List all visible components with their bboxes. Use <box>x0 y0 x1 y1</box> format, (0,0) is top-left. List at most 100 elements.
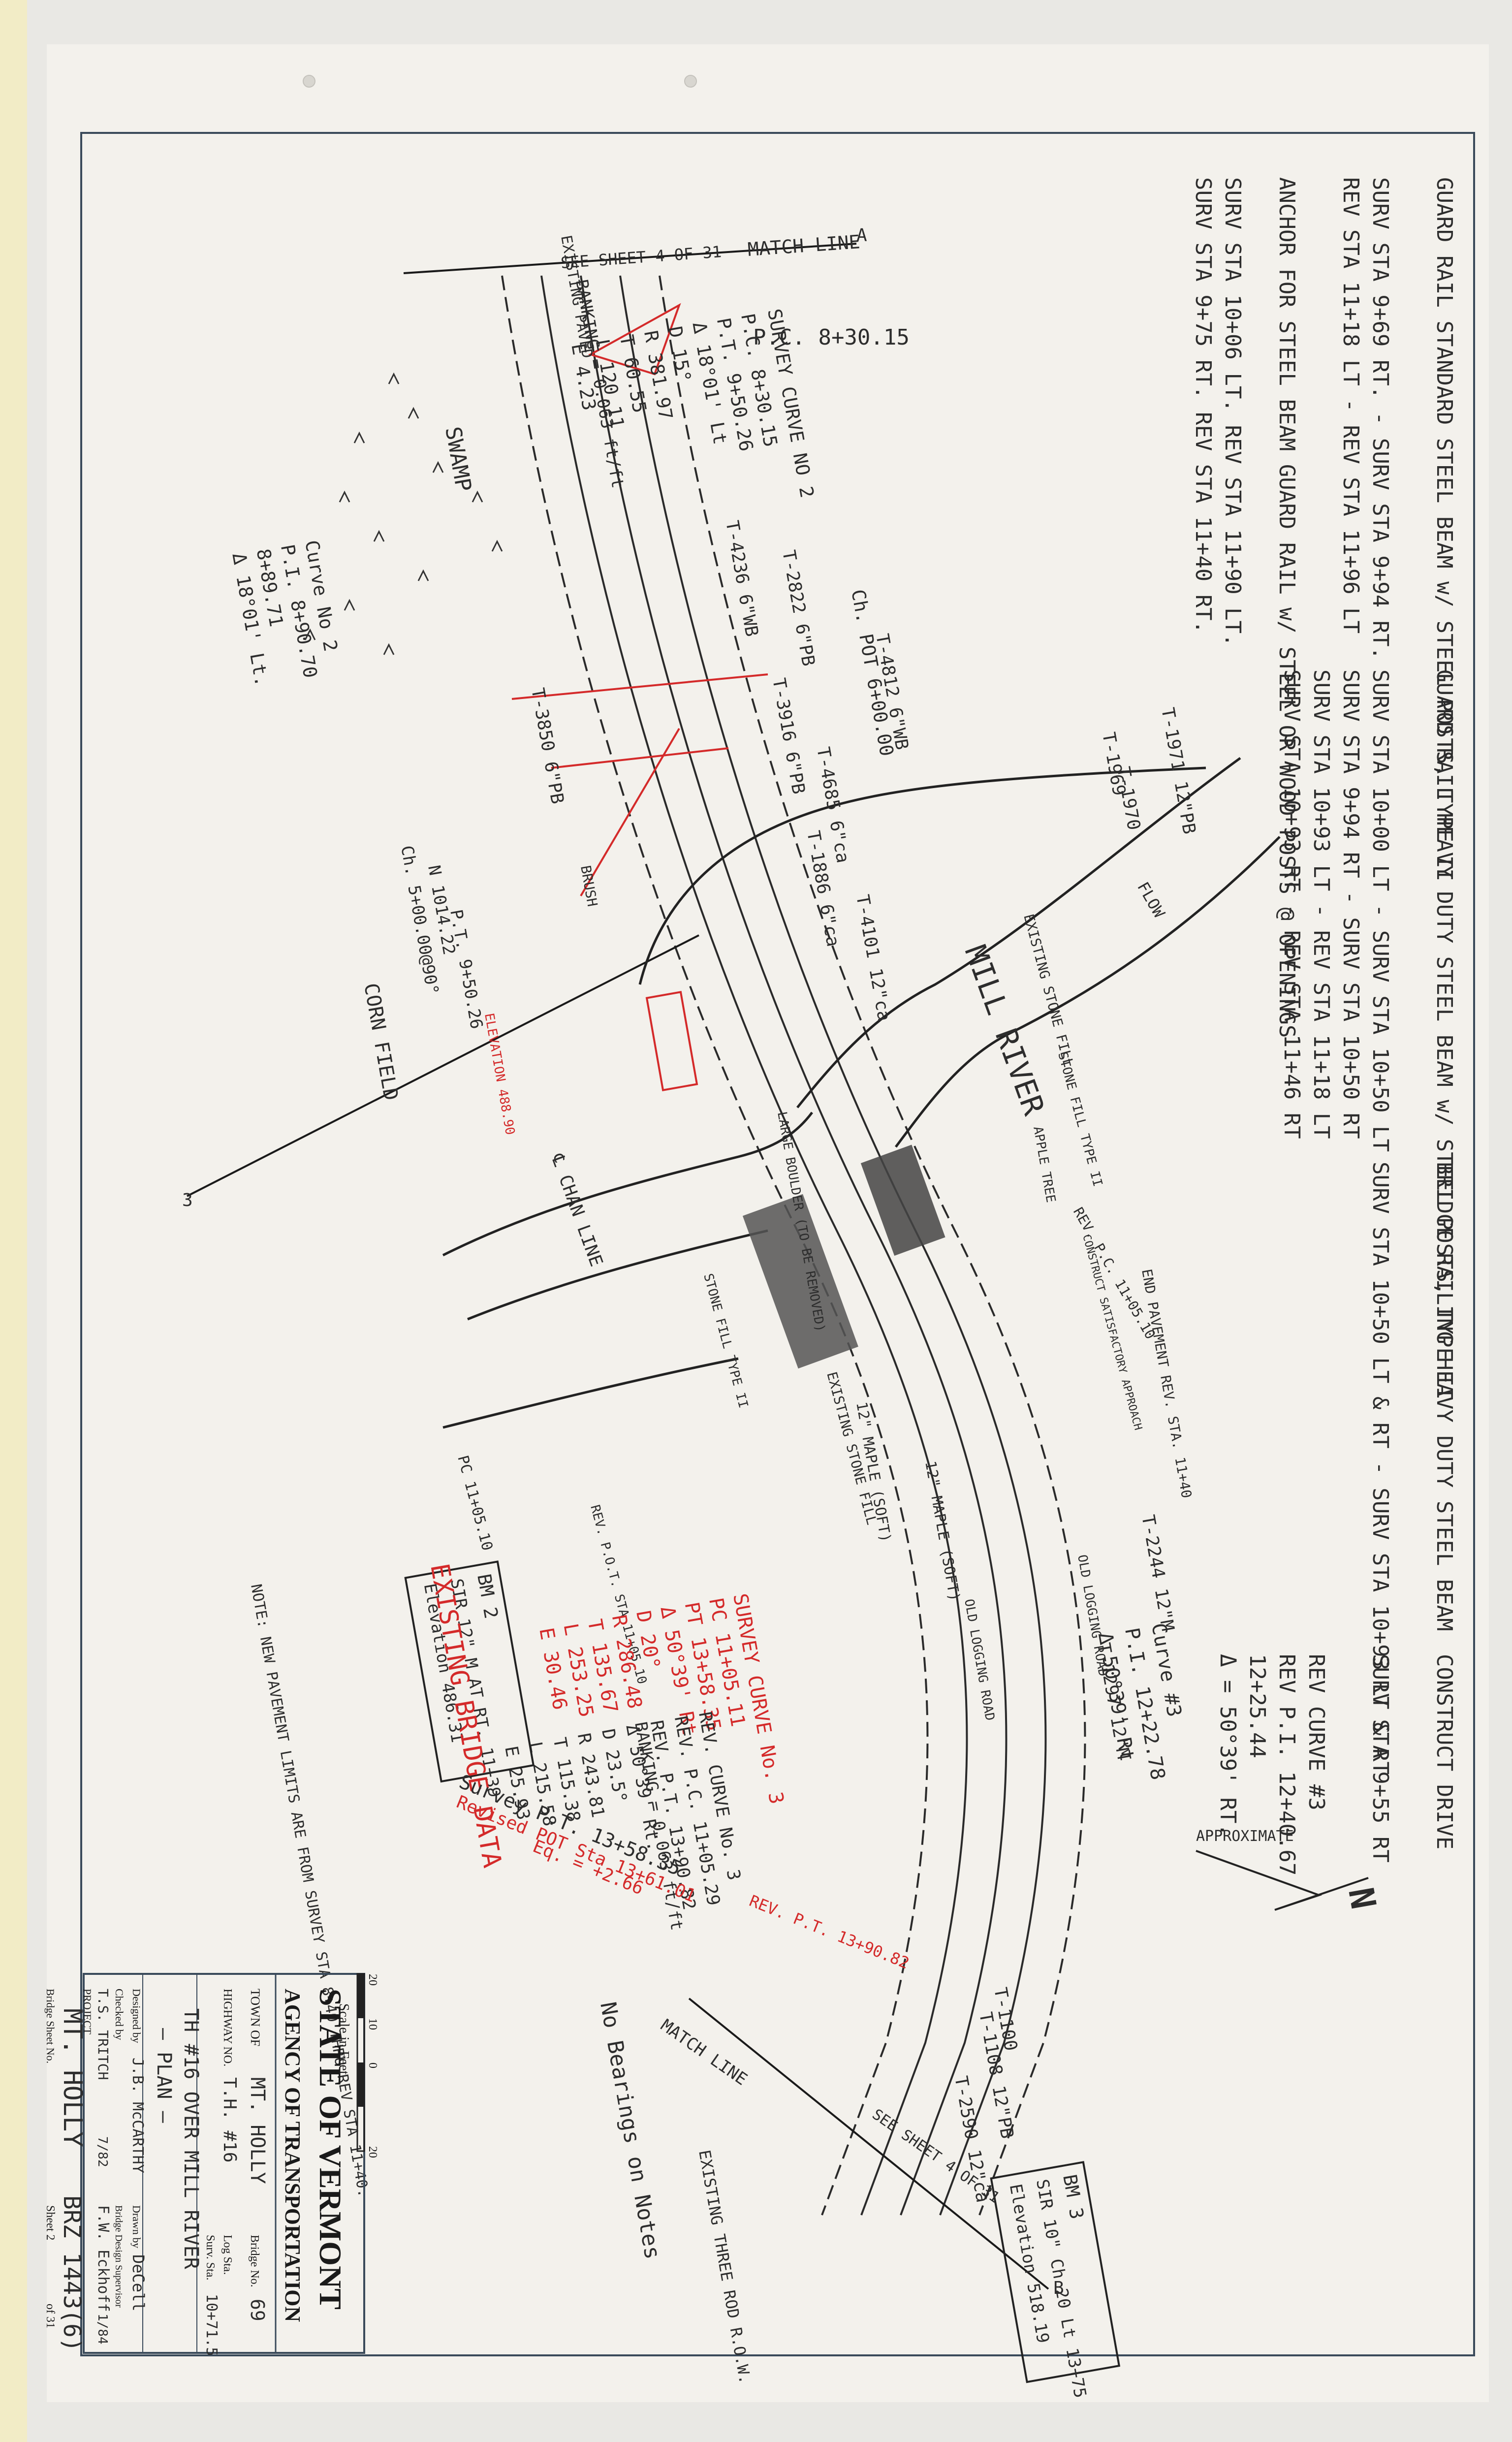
match-lines <box>187 243 1049 2290</box>
river-banks <box>442 757 1281 1429</box>
tb-designed-label: Designed by <box>130 1989 143 2043</box>
bm2-title: BM 2 <box>473 1572 502 1620</box>
punch-hole <box>684 75 697 88</box>
sheet-border <box>80 132 1475 2356</box>
tb-designed-by: J.B. McCARTHY <box>129 2058 146 2173</box>
rev-curve3-line4: Δ = 50°39' RT. <box>1215 1654 1240 1837</box>
bridge-railing-line1: SURV STA 10+50 LT & RT - SURV STA 10+93 … <box>1368 1162 1393 1775</box>
grid-label-a: A <box>856 225 867 246</box>
match-line-top: MATCH LINE <box>747 231 861 260</box>
guard-rail-heavy-line3: SURV STA 10+93 LT - REV STA 11+18 LT <box>1309 669 1334 1139</box>
guard-rail-heavy-title: GUARD RAIL HEAVY DUTY STEEL BEAM w/ STEE… <box>1432 669 1457 1399</box>
existing-stone-fill-top: EXISTING STONE FILL <box>1020 912 1077 1069</box>
corn-field-label: CORN FIELD <box>359 982 402 1102</box>
tb-sheet-label: Bridge Sheet No. <box>44 1989 57 2063</box>
tb-surv-sta: 10+71.5 <box>203 2294 220 2356</box>
bridge-railing-title: BRIDGE RAILING HEAVY DUTY STEEL BEAM <box>1432 1162 1457 1631</box>
tb-plan-date2: 1/84 <box>95 2314 110 2345</box>
scale-tick-3: 20 <box>366 2146 379 2158</box>
north-label: N <box>1340 1885 1384 1912</box>
tb-highway-label: HIGHWAY NO. <box>221 1989 234 2066</box>
tb-project-desc: TH #16 OVER MILL RIVER <box>180 2008 202 2270</box>
no-bearings-label: No Bearings on Notes <box>595 2000 665 2261</box>
see-sheet-top: SEE SHEET 4 OF 31 <box>560 242 722 272</box>
grid-label-b: B <box>1053 2278 1064 2298</box>
scale-bar: 20 10 0 20 Scale in Feet <box>336 1973 379 2158</box>
swamp-symbols <box>304 372 503 655</box>
tb-town: MT. HOLLY <box>246 2077 269 2184</box>
tree-t1969: T-1969 <box>1098 730 1129 797</box>
scale-tick-1: 10 <box>366 2018 379 2030</box>
tb-plan-date: 7/82 <box>95 2136 110 2167</box>
tb-surv-sta-label: Surv. Sta. <box>204 2235 217 2280</box>
stone-fill-label: STONE FILL TYPE II <box>1055 1050 1105 1188</box>
scale-label: Scale in Feet <box>336 2003 351 2075</box>
tb-engineer: F.W. Eckhoff <box>94 2205 112 2312</box>
punch-hole <box>303 75 315 88</box>
tb-agency: AGENCY OF TRANSPORTATION <box>281 1989 305 2322</box>
curve2-left-block: Curve No 2 P.I. 8+90.70 8+89.71 Δ 18°01'… <box>228 539 342 688</box>
tb-drawn-by: DeCell <box>129 2254 148 2312</box>
tb-log-sta-label: Log Sta. <box>221 2235 234 2275</box>
tb-project-no: BRZ 1443(6) <box>58 2195 86 2352</box>
anchor-line2: SURV STA 9+75 RT. REV STA 11+40 RT. <box>1191 177 1216 634</box>
chan-line-label: ℄ CHAN LINE <box>547 1151 606 1269</box>
end-pavement-label: END PAVEMENT REV. STA. 11+40 <box>1138 1268 1195 1499</box>
tb-highway: T.H. #16 <box>220 2077 240 2162</box>
tb-plan: — PLAN — <box>153 2028 175 2124</box>
tree-t2244: T-2244 12"M <box>1137 1513 1178 1632</box>
scale-tick-2: 0 <box>366 2062 379 2068</box>
tree-t4236: T-4236 6"WB <box>722 519 762 638</box>
bridge-abutments <box>742 1144 945 1369</box>
rev-curve3-line3: 12+25.44 <box>1245 1654 1270 1758</box>
tb-drawn-label: Drawn by <box>130 2205 143 2248</box>
tb-state: STATE OF VERMONT <box>313 1989 348 2310</box>
tb-project-name: MT. HOLLY <box>58 2008 87 2147</box>
tree-t3850: T-3850 6"PB <box>527 686 567 805</box>
tb-bridge-no-label: Bridge No. <box>248 2235 261 2287</box>
tree-t2822: T-2822 6"PB <box>778 548 819 667</box>
tb-sheet-of: of 31 <box>44 2304 57 2328</box>
tree-t3916: T-3916 6"PB <box>768 676 809 795</box>
tb-sheet: Sheet 2 <box>44 2205 57 2240</box>
tree-t4101: T-4101 12"ca <box>852 893 894 1022</box>
curve2-pc-callout: P.C. 8+30.15 <box>753 325 910 350</box>
rev-curve3-line2: REV P.I. 12+40.67 <box>1274 1654 1299 1875</box>
top-notes: GUARD RAIL STANDARD STEEL BEAM w/ STEEL … <box>1191 177 1457 1875</box>
title-block: STATE OF VERMONT AGENCY OF TRANSPORTATIO… <box>44 1973 365 2356</box>
bm3-title: BM 3 <box>1059 2173 1088 2221</box>
tb-project-label: PROJECT <box>81 1989 94 2034</box>
existing-row-label: EXISTING THREE ROD R.O.W. <box>695 2149 755 2385</box>
guard-rail-std-line2: REV STA 11+18 LT - REV STA 11+96 LT <box>1338 177 1363 634</box>
bm3-box: BM 3 SIR 10" Ch 20 Lt 13+75 Elevation 51… <box>990 2161 1121 2400</box>
scale-tick-0: 20 <box>366 1974 379 1986</box>
guard-rail-heavy-line2: SURV STA 9+94 RT - SURV STA 10+50 RT <box>1338 669 1363 1139</box>
approximate-label: APPROXIMATE <box>1196 1828 1294 1845</box>
guard-rail-std-line1: SURV STA 9+69 RT. - SURV STA 9+94 RT. <box>1368 177 1393 660</box>
tb-bridge-design-sup: Bridge Design Supervisor <box>113 2205 124 2308</box>
stone-fill-label-2: STONE FILL TYPE II <box>700 1272 751 1410</box>
swamp-label: SWAMP <box>440 425 476 493</box>
flow-label: FLOW <box>1134 879 1169 921</box>
guard-rail-heavy-line1: SURV STA 10+00 LT - SURV STA 10+50 LT <box>1368 669 1393 1152</box>
tb-project-left: T.S. TRITCH <box>95 1989 111 2080</box>
apple-tree-label: APPLE TREE <box>1030 1125 1058 1204</box>
tb-town-label: TOWN OF <box>248 1989 262 2046</box>
twelve-maple-label-2: 12" MAPLE (SOFT) <box>921 1459 963 1603</box>
guard-rail-std-title: GUARD RAIL STANDARD STEEL BEAM w/ STEEL … <box>1432 177 1457 881</box>
rev-pt-bottom: REV. P.T. 13+90.82 <box>747 1891 912 1972</box>
guard-rail-heavy-line4: SURV STA 10+93 RT - REV STA 11+46 RT <box>1279 669 1304 1139</box>
anchor-title: ANCHOR FOR STEEL BEAM GUARD RAIL w/ STEE… <box>1274 177 1299 1038</box>
brush-label: BRUSH <box>577 864 600 908</box>
masking-tape-strip <box>0 0 27 2442</box>
pc-bottom-label: PC 11+05.10 <box>454 1454 496 1553</box>
rev-curve3-line1: REV CURVE #3 <box>1304 1654 1329 1810</box>
construct-drive-line1: SURV STA 9+55 RT <box>1368 1654 1393 1863</box>
tb-checked-label: Checked by <box>113 1989 126 2040</box>
anchor-line1: SURV STA 10+06 LT. REV STA 11+90 LT. <box>1220 177 1245 647</box>
red-markup-lines <box>511 303 768 1091</box>
construct-drive-title: CONSTRUCT DRIVE <box>1432 1654 1457 1849</box>
curve3-block: Curve #3 P.I. 12+22.78 Δ 50°39' Rt <box>1094 1621 1186 1782</box>
tb-bridge-no: 69 <box>247 2299 268 2321</box>
